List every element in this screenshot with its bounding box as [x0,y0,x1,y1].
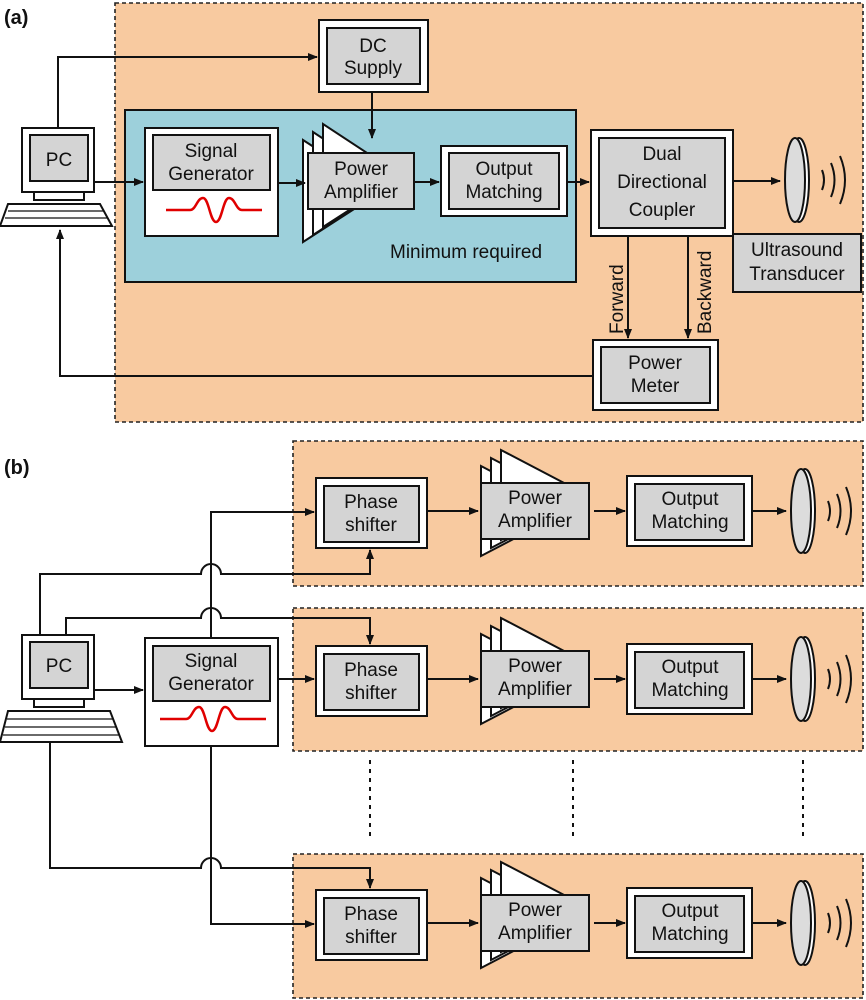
coupler-label-3: Coupler [629,200,696,221]
waveform-icon [160,705,266,733]
ultrasound-transducer-icon [790,880,852,966]
phase-shifter-label-1: Phase [344,904,398,925]
output-matching-label-1: Output [661,901,719,922]
pc-label: PC [46,150,72,171]
output-matching-label-2: Matching [651,680,728,701]
power-amplifier-label-2: Amplifier [498,679,573,700]
channel-1: Phase shifter Power Amplifier Output Mat… [315,448,852,558]
signal-generator-label-2: Generator [168,164,254,185]
output-matching-block: Output Matching [440,145,568,217]
wire-meter-to-pc [56,229,593,377]
panel-a-label: (a) [4,7,28,29]
phase-shifter-label-2: shifter [345,927,397,948]
coupler-label-2: Directional [617,172,707,193]
output-matching-label-1: Output [475,159,533,180]
wire-pc-to-dc-supply [57,53,318,128]
wire-generator-to-phase-1 [210,508,315,638]
power-meter-block: Power Meter [592,339,719,411]
power-amplifier-block: Power Amplifier [302,122,415,244]
forward-label: Forward [607,264,628,334]
pc-icon: PC [0,127,114,227]
signal-generator-block-b: Signal Generator [144,637,279,747]
backward-label: Backward [695,251,716,334]
dc-supply-label-2: Supply [344,58,403,79]
dual-directional-coupler-block: Dual Directional Coupler [590,129,734,237]
pc-icon-b: PC [0,634,124,743]
transducer-label-1: Ultrasound [751,240,843,261]
ultrasound-transducer-label-box: Ultrasound Transducer [732,233,862,293]
phase-shifter-label-2: shifter [345,683,397,704]
wire-pc-control-2 [65,607,374,645]
power-amplifier-label-1: Power [508,656,563,677]
phase-shifter-label-1: Phase [344,660,398,681]
signal-generator-label-1: Signal [185,141,238,162]
signal-generator-label-1: Signal [185,651,238,672]
output-matching-label-2: Matching [651,924,728,945]
dc-supply-label-1: DC [359,36,386,57]
channel-2: Phase shifter Power Amplifier Output Mat… [315,616,852,726]
output-matching-label-2: Matching [465,182,542,203]
power-amplifier-label-2: Amplifier [324,182,399,203]
ultrasound-transducer-icon [784,137,846,223]
panel-b-label: (b) [4,457,30,479]
power-amplifier-label-2: Amplifier [498,923,573,944]
minimum-required-label: Minimum required [390,242,542,263]
signal-generator-label-2: Generator [168,674,254,695]
channel-n: Phase shifter Power Amplifier Output Mat… [315,860,852,970]
output-matching-label-1: Output [661,657,719,678]
wire-generator-to-phase-n [210,746,315,928]
wire-pc-control-n [49,742,374,889]
pc-label: PC [46,656,72,677]
power-amplifier-label-1: Power [508,900,563,921]
phase-shifter-label-2: shifter [345,515,397,536]
ultrasound-transducer-icon [790,468,852,554]
power-amplifier-label-1: Power [334,159,389,180]
coupler-label-1: Dual [642,144,681,165]
output-matching-label-2: Matching [651,512,728,533]
output-matching-label-1: Output [661,489,719,510]
dc-supply-block: DC Supply [318,19,429,93]
power-meter-label-2: Meter [631,376,680,397]
signal-generator-block: Signal Generator [144,127,279,237]
wire-pc-control-1 [39,549,374,635]
ultrasound-transducer-icon [790,636,852,722]
transducer-label-2: Transducer [749,264,845,285]
power-amplifier-label-2: Amplifier [498,511,573,532]
waveform-icon [166,196,262,224]
power-meter-label-1: Power [628,353,683,374]
power-amplifier-label-1: Power [508,488,563,509]
phase-shifter-label-1: Phase [344,492,398,513]
